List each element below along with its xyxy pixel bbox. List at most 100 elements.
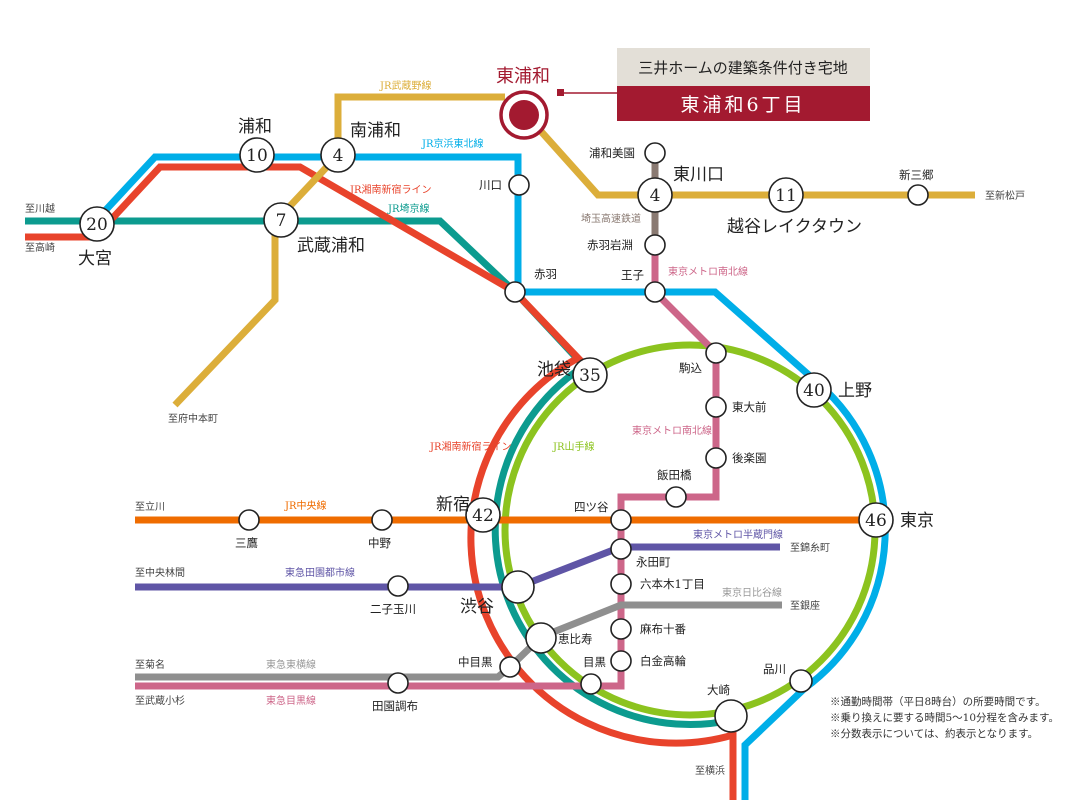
- hibiya-toyoko-line: [135, 601, 782, 681]
- site-box: [617, 86, 870, 121]
- station-name: 東大前: [732, 400, 767, 414]
- station-circle: [796, 372, 832, 408]
- station-name: 六本木1丁目: [640, 577, 705, 591]
- dest-tachikawa: 至立川: [135, 500, 165, 513]
- station-korakuen: 後楽園: [705, 447, 767, 469]
- station-mitaka: 三鷹: [235, 509, 260, 550]
- station-name: 南浦和: [350, 121, 401, 141]
- station-name: 上野: [838, 381, 872, 401]
- station-name: 東川口: [673, 165, 724, 185]
- station-circle: [320, 137, 356, 173]
- dest-ginza: 至銀座: [790, 599, 820, 612]
- station-shirokane: 白金高輪: [610, 650, 686, 672]
- label-namboku-north: 東京メトロ南北線: [668, 265, 748, 278]
- station-name: 中野: [368, 536, 391, 550]
- saikyo-line: [25, 217, 733, 728]
- label-keihin: JR京浜東北線: [421, 137, 484, 150]
- dest-takasaki: 至高崎: [25, 241, 55, 254]
- label-shonan-2: JR湘南新宿ライン: [429, 440, 512, 453]
- hanzomon-denentoshi-line: [135, 543, 780, 591]
- station-name: 二子玉川: [370, 602, 416, 616]
- station-minutes: 4: [650, 186, 661, 206]
- label-saitama: 埼玉高速鉄道: [581, 212, 641, 225]
- station-minutes: 4: [333, 146, 344, 166]
- station-name: 大崎: [707, 683, 730, 697]
- keihin-tohoku-line: [100, 153, 889, 800]
- station-oji: 王子: [621, 268, 666, 303]
- property-label: 三井ホームの建築条件付き宅地 東浦和6丁目: [557, 48, 870, 121]
- station-circle: [705, 342, 727, 364]
- station-name: 後楽園: [732, 451, 767, 465]
- station-nagatacho: 永田町: [610, 538, 671, 569]
- station-circle: [907, 184, 929, 206]
- station-name: 大宮: [78, 249, 112, 269]
- station-nakameguro: 中目黒: [458, 655, 521, 678]
- station-name: 新三郷: [899, 168, 934, 182]
- station-name: 品川: [763, 662, 786, 676]
- station-name: 川口: [479, 178, 502, 192]
- station-circle: [465, 497, 501, 533]
- label-hibiya: 東京日比谷線: [722, 586, 782, 599]
- station-circle: [387, 672, 409, 694]
- station-name: 三鷹: [235, 536, 258, 550]
- station-name: 恵比寿: [558, 632, 593, 646]
- station-circle: [610, 618, 632, 640]
- station-name: 赤羽: [534, 267, 557, 281]
- station-name: 麻布十番: [640, 622, 686, 636]
- station-akabane: 赤羽: [504, 267, 557, 303]
- station-minutes: 11: [775, 186, 797, 206]
- station-name: 渋谷: [460, 597, 494, 617]
- station-name: 王子: [621, 268, 644, 282]
- label-denentoshi: 東急田園都市線: [285, 566, 355, 579]
- dest-yokohama: 至横浜: [695, 764, 725, 777]
- station-circle: [610, 573, 632, 595]
- station-circle: [238, 509, 260, 531]
- dest-musashikosugi: 至武蔵小杉: [135, 694, 185, 707]
- label-hanzomon: 東京メトロ半蔵門線: [693, 528, 783, 541]
- station-name: 浦和美園: [589, 146, 635, 160]
- namboku-line: [135, 245, 720, 690]
- station-circle: [79, 206, 115, 242]
- station-name: 四ツ谷: [574, 500, 609, 514]
- station-name: 飯田橋: [657, 468, 692, 482]
- station-name: 目黒: [583, 655, 606, 669]
- label-yamanote: JR山手線: [552, 440, 595, 453]
- station-name: 駒込: [679, 361, 702, 375]
- company-box: [617, 48, 870, 86]
- station-circle: [644, 281, 666, 303]
- station-circle: [644, 234, 666, 256]
- station-futako: 二子玉川: [370, 575, 416, 616]
- station-circle: [508, 174, 530, 196]
- station-minutes: 46: [865, 511, 887, 531]
- station-circle: [387, 575, 409, 597]
- label-toyoko: 東急東横線: [266, 658, 316, 671]
- station-name: 田園調布: [372, 699, 418, 713]
- station-minutes: 42: [472, 506, 494, 526]
- station-name: 越谷レイクタウン: [727, 217, 862, 237]
- station-circle: [610, 509, 632, 531]
- station-yotsuya: 四ツ谷: [574, 500, 632, 531]
- station-name: 白金高輪: [640, 654, 686, 668]
- dest-kikuna: 至菊名: [135, 658, 165, 671]
- connector-marker: [557, 89, 564, 96]
- station-circle: [705, 396, 727, 418]
- station-name: 武蔵浦和: [297, 236, 365, 256]
- station-minutes: 10: [246, 146, 268, 166]
- station-ebisu: 恵比寿: [525, 622, 593, 654]
- station-iidabashi: 飯田橋: [657, 468, 692, 508]
- station-name: 新宿: [436, 495, 470, 515]
- shonan-shinjuku-line: [25, 163, 737, 800]
- site-name: 東浦和6丁目: [680, 94, 805, 116]
- note-3: ※分数表示については、約表示となります。: [830, 727, 1038, 740]
- station-circle: [789, 669, 813, 693]
- station-urawamisono: 浦和美園: [589, 142, 666, 164]
- station-circle: [525, 622, 557, 654]
